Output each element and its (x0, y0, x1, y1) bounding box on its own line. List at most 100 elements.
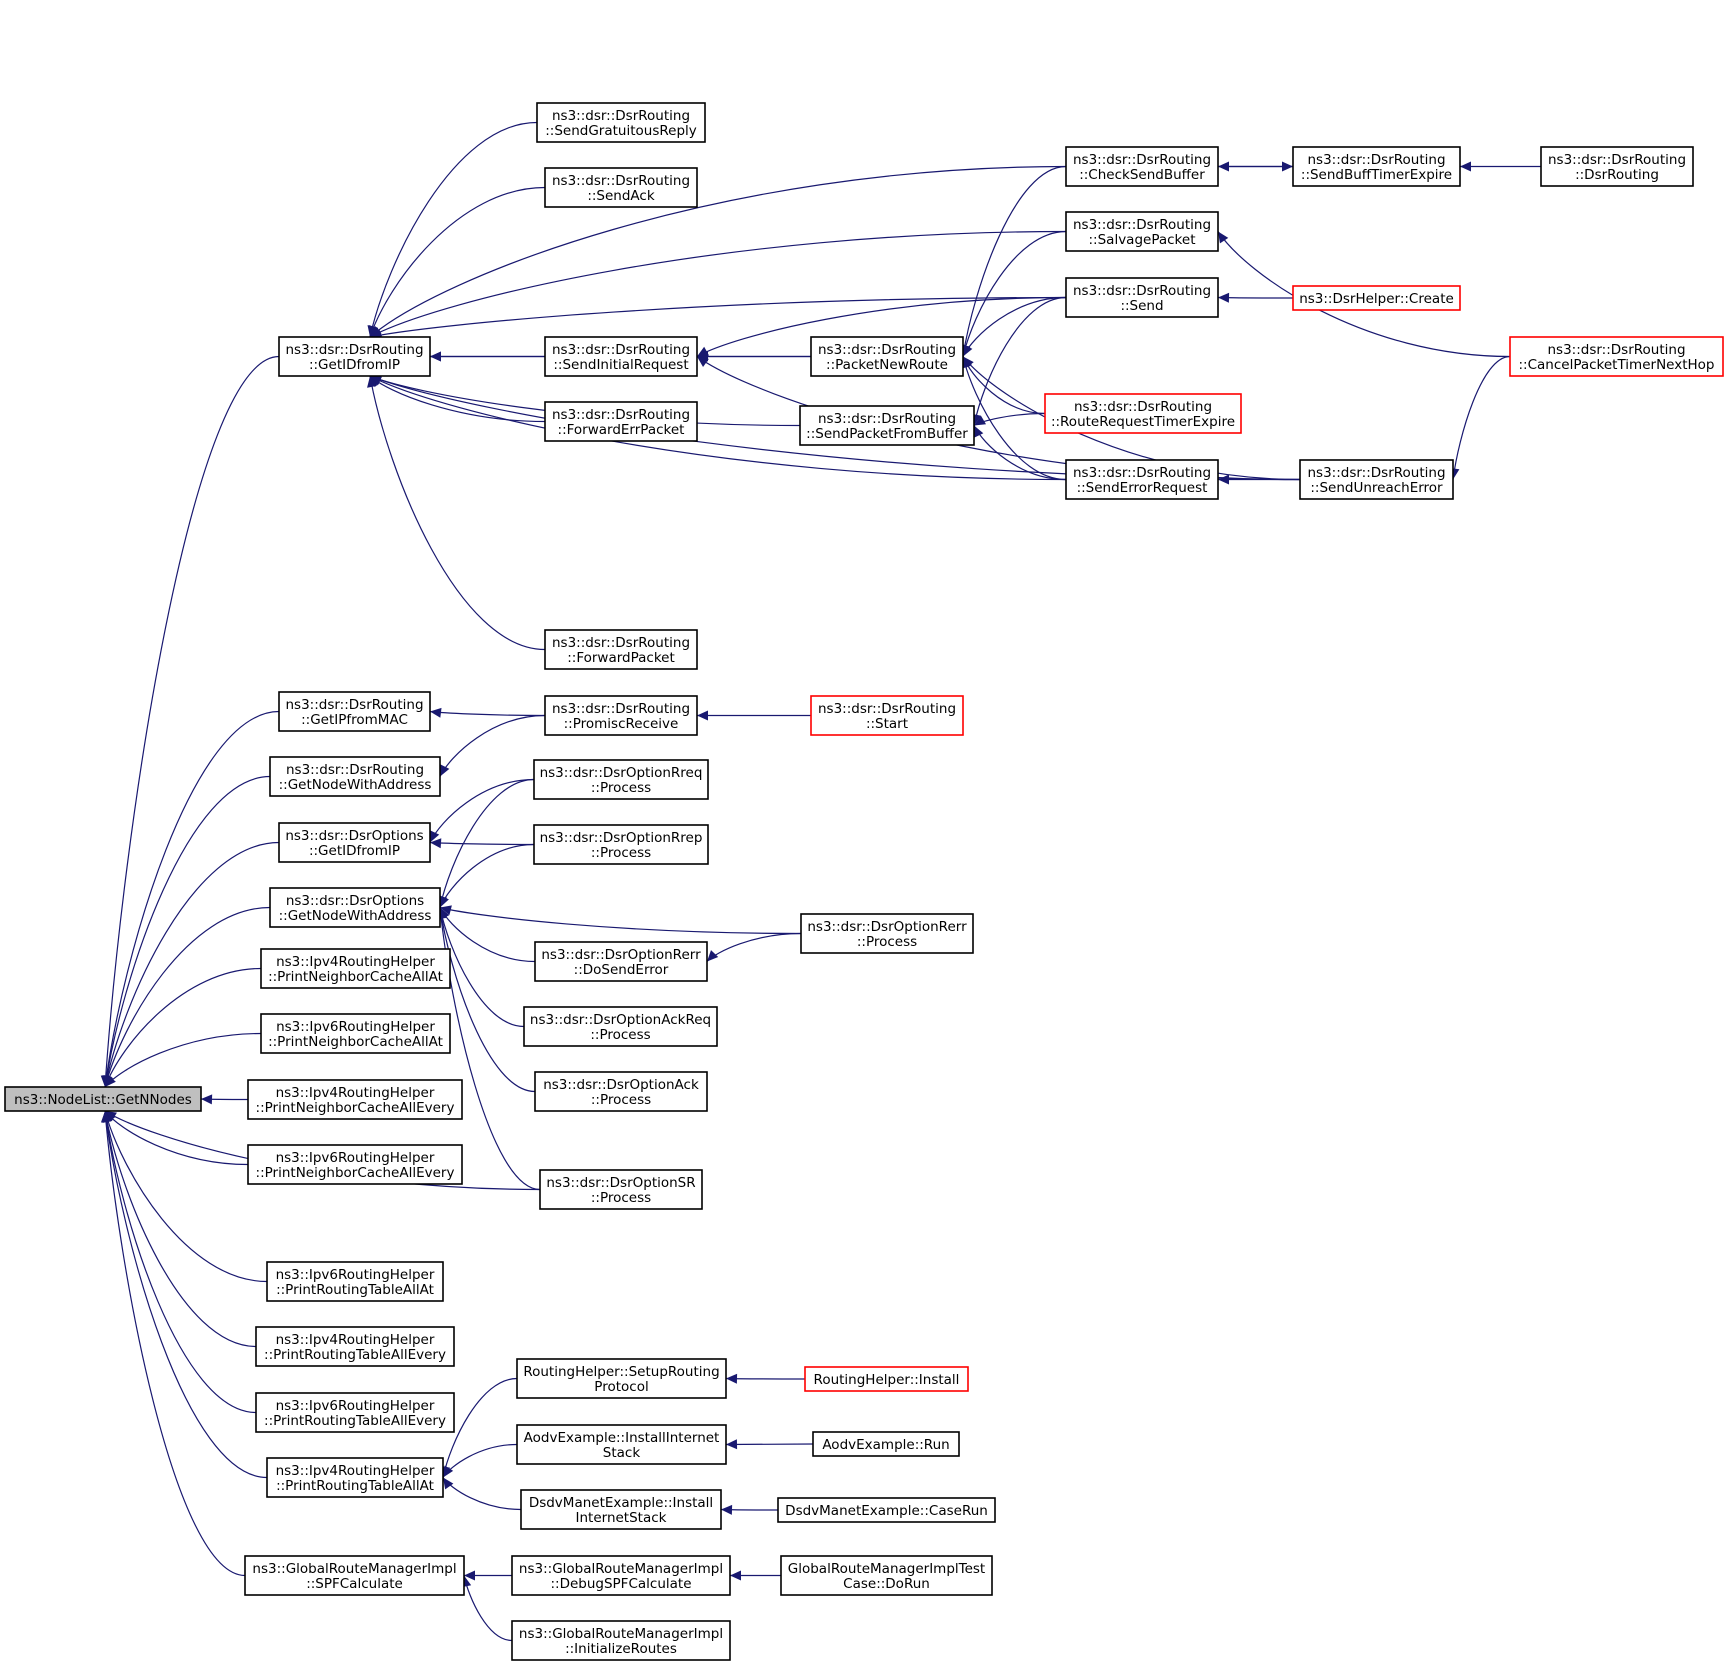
node-label-line: ::Process (591, 780, 651, 796)
graph-node-dsdvcaserun[interactable]: DsdvManetExample::CaseRun (777, 1497, 996, 1523)
graph-node-rreq-process[interactable]: ns3::dsr::DsrOptionRreq::Process (533, 759, 709, 800)
node-label-line: ns3::dsr::DsrRouting (552, 407, 690, 423)
node-label-line: ns3::GlobalRouteManagerImpl (519, 1561, 723, 1577)
graph-node-dsrhelpercreate[interactable]: ns3::DsrHelper::Create (1292, 285, 1461, 311)
edge-promiscreceive-to-dr-getnodewithaddress (439, 714, 546, 777)
edge-routerequesttimerexpire-to-sendpacketfrombuffer (973, 412, 1046, 427)
node-label-line: ns3::NodeList::GetNNodes (14, 1092, 192, 1108)
graph-node-sendgratuitousreply[interactable]: ns3::dsr::DsrRouting::SendGratuitousRepl… (536, 102, 706, 143)
node-label-line: ::PacketNewRoute (826, 357, 948, 373)
node-label-line: ::SendErrorRequest (1077, 480, 1208, 496)
edge-dsdvcaserun-to-dsdvinstall (720, 1504, 779, 1515)
graph-node-sendbufftimerexpire[interactable]: ns3::dsr::DsrRouting::SendBuffTimerExpir… (1292, 146, 1461, 187)
graph-node-rerr-dosenderror[interactable]: ns3::dsr::DsrOptionRerr::DoSendError (534, 941, 708, 982)
graph-node-ipv6-pncae[interactable]: ns3::Ipv6RoutingHelper::PrintNeighborCac… (247, 1144, 463, 1185)
graph-node-salvagepacket[interactable]: ns3::dsr::DsrRouting::SalvagePacket (1065, 211, 1219, 252)
graph-node-sr-process[interactable]: ns3::dsr::DsrOptionSR::Process (539, 1169, 703, 1210)
graph-node-ipv6-prtae[interactable]: ns3::Ipv6RoutingHelper::PrintRoutingTabl… (255, 1392, 455, 1433)
node-label-line: ns3::dsr::DsrOptionSR (546, 1175, 695, 1191)
graph-node-sendpacketfrombuffer[interactable]: ns3::dsr::DsrRouting::SendPacketFromBuff… (799, 405, 975, 446)
node-label-line: Stack (603, 1445, 641, 1461)
graph-node-ipv4-prtaa[interactable]: ns3::Ipv4RoutingHelper::PrintRoutingTabl… (266, 1457, 444, 1498)
edge-dr-getidfromip-to-root (100, 355, 280, 1088)
edge-rrep-process-to-do-getnodewithaddress (439, 843, 535, 908)
edge-do-getnodewithaddress-to-root (102, 906, 271, 1088)
graph-node-rerr-process[interactable]: ns3::dsr::DsrOptionRerr::Process (800, 913, 974, 954)
node-label-line: ns3::dsr::DsrOptions (285, 828, 423, 844)
graph-node-rrep-process[interactable]: ns3::dsr::DsrOptionRrep::Process (533, 824, 709, 865)
edge-sendunreacherror-to-packetnewroute (962, 356, 1301, 481)
node-label-line: ::Process (590, 1027, 650, 1043)
graph-node-root[interactable]: ns3::NodeList::GetNNodes (4, 1086, 202, 1112)
graph-node-debugspf[interactable]: ns3::GlobalRouteManagerImpl::DebugSPFCal… (511, 1555, 731, 1596)
graph-node-ipv6-pncaa[interactable]: ns3::Ipv6RoutingHelper::PrintNeighborCac… (260, 1013, 451, 1054)
graph-node-dr-getidfromip[interactable]: ns3::dsr::DsrRouting::GetIDfromIP (278, 336, 431, 377)
graph-node-senderrorrequest[interactable]: ns3::dsr::DsrRouting::SendErrorRequest (1065, 459, 1219, 500)
node-label-line: DsdvManetExample::Install (529, 1495, 713, 1511)
graph-node-start[interactable]: ns3::dsr::DsrRouting::Start (810, 695, 964, 736)
graph-node-cancelpackettimernexthop[interactable]: ns3::dsr::DsrRouting::CancelPacketTimerN… (1509, 336, 1724, 377)
graph-node-sendunreacherror[interactable]: ns3::dsr::DsrRouting::SendUnreachError (1299, 459, 1454, 500)
node-label-line: ns3::dsr::DsrRouting (285, 697, 423, 713)
graph-node-ipv4-prtae[interactable]: ns3::Ipv4RoutingHelper::PrintRoutingTabl… (255, 1326, 455, 1367)
graph-node-dsrrouting-ctor[interactable]: ns3::dsr::DsrRouting::DsrRouting (1540, 146, 1694, 187)
graph-node-checksendbuffer[interactable]: ns3::dsr::DsrRouting::CheckSendBuffer (1065, 146, 1219, 187)
graph-node-ipv4-pncaa[interactable]: ns3::Ipv4RoutingHelper::PrintNeighborCac… (260, 948, 451, 989)
node-label-line: ::PrintNeighborCacheAllAt (268, 1034, 443, 1050)
node-label-line: ns3::dsr::DsrRouting (818, 701, 956, 717)
graph-node-dr-getnodewithaddress[interactable]: ns3::dsr::DsrRouting::GetNodeWithAddress (269, 756, 441, 797)
graph-node-routerequesttimerexpire[interactable]: ns3::dsr::DsrRouting::RouteRequestTimerE… (1044, 393, 1242, 434)
node-label-line: ns3::GlobalRouteManagerImpl (519, 1626, 723, 1642)
graph-node-forwardpacket[interactable]: ns3::dsr::DsrRouting::ForwardPacket (544, 629, 698, 670)
graph-node-initializeroutes[interactable]: ns3::GlobalRouteManagerImpl::InitializeR… (511, 1620, 731, 1661)
graph-node-routinghelperinstall[interactable]: RoutingHelper::Install (804, 1366, 969, 1392)
node-label-line: ::SendPacketFromBuffer (806, 426, 968, 442)
node-label-line: ::PromiscReceive (564, 716, 679, 732)
node-label-line: ns3::Ipv4RoutingHelper (276, 1085, 435, 1101)
node-label-line: ns3::Ipv4RoutingHelper (276, 1463, 435, 1479)
graph-node-do-getidfromip[interactable]: ns3::dsr::DsrOptions::GetIDfromIP (278, 822, 431, 863)
edge-checksendbuffer-to-sendbufftimerexpire (1217, 161, 1293, 172)
edge-ipv4-pncae-to-root (200, 1094, 249, 1105)
node-label-line: ::Process (591, 1190, 651, 1206)
graph-node-aodvrun[interactable]: AodvExample::Run (812, 1431, 960, 1457)
graph-node-send[interactable]: ns3::dsr::DsrRouting::Send (1065, 277, 1219, 318)
graph-node-forwarderrpacket[interactable]: ns3::dsr::DsrRouting::ForwardErrPacket (544, 401, 698, 442)
graph-node-ack-process[interactable]: ns3::dsr::DsrOptionAck::Process (534, 1071, 708, 1112)
node-label-line: ns3::dsr::DsrOptionRreq (540, 765, 703, 781)
edge-promiscreceive-to-getipfrommac (429, 707, 546, 718)
edge-dsrhelpercreate-to-send (1217, 292, 1294, 303)
node-label-line: ::ForwardPacket (567, 650, 675, 666)
graph-node-promiscreceive[interactable]: ns3::dsr::DsrRouting::PromiscReceive (544, 695, 698, 736)
node-label-line: ns3::Ipv4RoutingHelper (276, 954, 435, 970)
node-label-line: ::PrintNeighborCacheAllAt (268, 969, 443, 985)
node-label-line: ns3::dsr::DsrOptionRerr (541, 947, 701, 963)
graph-node-ipv4-pncae[interactable]: ns3::Ipv4RoutingHelper::PrintNeighborCac… (247, 1079, 463, 1120)
node-label-line: ns3::dsr::DsrRouting (552, 108, 690, 124)
graph-node-packetnewroute[interactable]: ns3::dsr::DsrRouting::PacketNewRoute (810, 336, 964, 377)
graph-node-spfcalculate[interactable]: ns3::GlobalRouteManagerImpl::SPFCalculat… (244, 1555, 465, 1596)
node-label-line: ns3::dsr::DsrRouting (552, 701, 690, 717)
graph-node-sendack[interactable]: ns3::dsr::DsrRouting::SendAck (544, 167, 698, 208)
edge-ipv6-pncaa-to-root (104, 1032, 262, 1088)
graph-node-sendinitialrequest[interactable]: ns3::dsr::DsrRouting::SendInitialRequest (544, 336, 698, 377)
edge-packetnewroute-to-sendinitialrequest (697, 351, 811, 362)
node-label-line: ns3::dsr::DsrOptionAckReq (530, 1012, 711, 1028)
graph-node-ipv6-prtaa[interactable]: ns3::Ipv6RoutingHelper::PrintRoutingTabl… (266, 1261, 444, 1302)
node-label-line: ns3::dsr::DsrOptionRerr (807, 919, 967, 935)
node-label-line: ns3::dsr::DsrRouting (1074, 399, 1212, 415)
graph-node-getipfrommac[interactable]: ns3::dsr::DsrRouting::GetIPfromMAC (278, 691, 431, 732)
edge-rerr-process-to-rerr-dosenderror (706, 932, 802, 962)
edge-sendunreacherror-to-senderrorrequest (1218, 474, 1301, 485)
edge-start-to-promiscreceive (697, 710, 811, 721)
node-label-line: ns3::dsr::DsrRouting (286, 762, 424, 778)
node-label-line: ::Send (1120, 298, 1163, 314)
graph-node-do-getnodewithaddress[interactable]: ns3::dsr::DsrOptions::GetNodeWithAddress (269, 887, 441, 928)
graph-node-ackreq-process[interactable]: ns3::dsr::DsrOptionAckReq::Process (523, 1006, 718, 1047)
edge-ipv4-prtaa-to-root (101, 1110, 268, 1479)
